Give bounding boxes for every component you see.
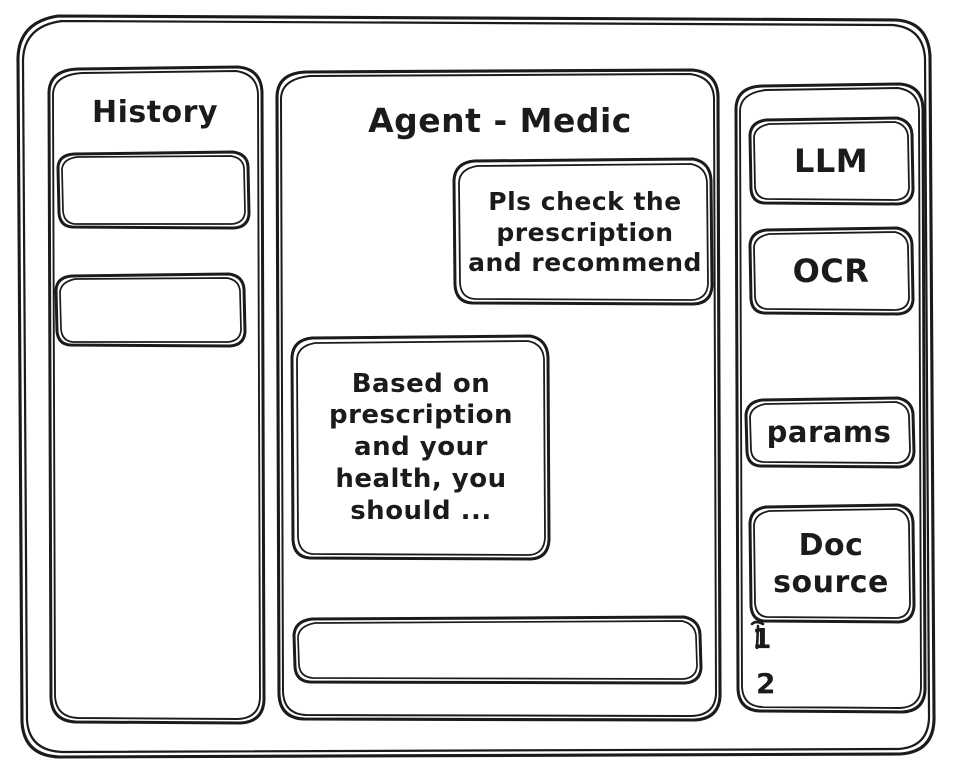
assistant-message-bubble: Based on prescription and your health, y… <box>328 368 513 526</box>
doc-source-button[interactable]: Doc source <box>773 528 889 600</box>
llm-button[interactable]: LLM <box>793 142 869 181</box>
history-panel-title: History <box>91 94 219 130</box>
user-message-bubble: Pls check the prescription and recommend <box>468 187 702 278</box>
params-button[interactable]: params <box>766 415 892 450</box>
ocr-button[interactable]: OCR <box>792 252 870 291</box>
doc-source-item-1[interactable]: 1 <box>752 621 772 655</box>
message-input[interactable] <box>294 617 702 685</box>
page-title: Agent - Medic <box>368 100 632 140</box>
doc-source-item-2[interactable]: 2 <box>756 666 776 700</box>
history-list-item-1[interactable] <box>58 152 250 230</box>
history-list-item-2[interactable] <box>56 274 246 348</box>
